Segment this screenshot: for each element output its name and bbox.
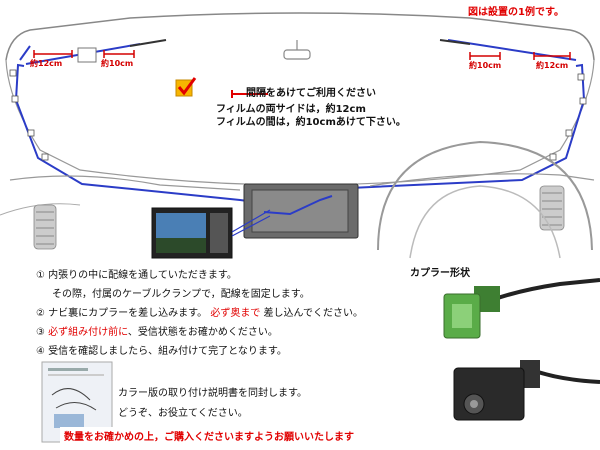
- measurement-markers: [33, 50, 571, 60]
- navi-screen: [251, 189, 349, 233]
- right-antenna-wire: [349, 63, 586, 189]
- step-text-tail: 、受信状態をお確かめください。: [127, 327, 278, 338]
- step-text: 受信を確認しましたら、組み付けて完了となります。: [48, 346, 287, 357]
- clamp: [579, 97, 587, 105]
- step-number: ③: [36, 327, 45, 338]
- dashboard-right: [369, 173, 595, 187]
- step-1-detail: その際，付属のケーブルクランプで，配線を固定します。: [52, 285, 310, 300]
- step-2: ② ナビ裏にカプラーを差し込みます。 必ず奥まで 差し込んでください。: [36, 304, 363, 319]
- step-1: ① 内張りの中に配線を通していただきます。: [36, 266, 237, 281]
- step-number: ①: [36, 270, 45, 281]
- note-side-distance: フィルムの両サイドは，約12cm: [216, 104, 366, 115]
- check-icon-box: [175, 79, 193, 97]
- quantity-notice-text: 数量をお確かめの上，ご購入くださいますようお願いいたします: [64, 432, 354, 443]
- left-vent: [33, 204, 57, 250]
- step-number: ④: [36, 346, 45, 357]
- navi-monitor-image: [151, 207, 233, 259]
- example-caption: 図は設置の1例です。: [468, 7, 564, 18]
- coupler-image-black: [453, 360, 600, 421]
- left-film-wire-2: [19, 45, 31, 61]
- check-icon: [177, 77, 197, 96]
- manual-helpful-text: どうぞ、お役立てください。: [118, 408, 248, 419]
- coupler-shape-title: カプラー形状: [410, 268, 470, 279]
- step-text: 内張りの中に配線を通していただきます。: [48, 270, 237, 281]
- manual-enclosed-text: カラー版の取り付け説明書を同封します。: [118, 388, 307, 399]
- cable-clamps: [9, 69, 587, 161]
- clamp: [41, 153, 49, 161]
- left-antenna-wire: [14, 63, 271, 205]
- dashboard-left: [9, 175, 241, 191]
- measure-label-right-10: 約10cm: [469, 61, 502, 70]
- note-film-gap: フィルムの間は，約10cmあけて下さい。: [216, 117, 406, 128]
- step-text: その際，付属のケーブルクランプで，配線を固定します。: [52, 289, 310, 300]
- rearview-mirror: [283, 49, 311, 60]
- windshield-top-outline: [5, 12, 595, 61]
- clamp: [565, 129, 573, 137]
- step-3: ③ 必ず組み付け前に、受信状態をお確かめください。: [36, 323, 278, 338]
- measure-label-right-12: 約12cm: [536, 61, 569, 70]
- measure-label-left-12: 約12cm: [30, 59, 63, 68]
- step-emphasis: 必ず組み付け前に: [48, 327, 128, 338]
- clamp: [577, 73, 585, 81]
- step-emphasis: 必ず奥まで: [210, 308, 261, 319]
- clamp: [549, 153, 557, 161]
- quantity-notice-banner: 数量をお確かめの上，ご購入くださいますようお願いいたします: [60, 427, 368, 443]
- right-film-antenna: [439, 39, 471, 45]
- left-film-antenna: [129, 39, 167, 47]
- step-4: ④ 受信を確認しましたら、組み付けて完了となります。: [36, 342, 287, 357]
- step-number: ②: [36, 308, 45, 319]
- clamp: [27, 129, 35, 137]
- clamp: [11, 95, 19, 103]
- steering-wheel: [377, 140, 593, 251]
- antenna-amplifier: [77, 47, 97, 63]
- note-heading: 間隔をあけてご利用ください: [246, 88, 376, 99]
- measure-label-left-10: 約10cm: [101, 59, 134, 68]
- step-text-tail: 差し込んでください。: [263, 308, 364, 319]
- clamp: [9, 69, 17, 77]
- step-text: ナビ裏にカプラーを差し込みます。: [48, 308, 208, 319]
- coupler-image-green: [443, 278, 600, 339]
